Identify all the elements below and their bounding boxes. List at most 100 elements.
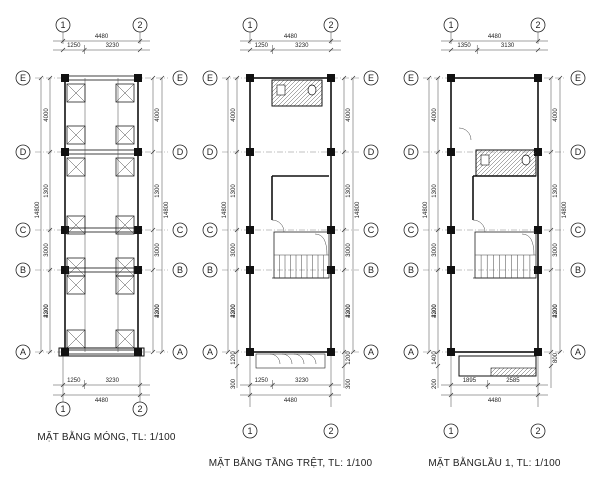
axis-2-bottom-label: 2: [535, 426, 540, 436]
axis-A-right-bubble: [363, 344, 379, 360]
dim-bottom-seg-2: 3230: [106, 378, 120, 384]
axis-D-right-label: D: [575, 147, 582, 157]
axis-A-left-bubble: [202, 344, 218, 360]
dimension-tick: [341, 227, 347, 233]
axis-E-left-label: E: [20, 73, 26, 83]
column: [61, 266, 69, 274]
axis-C-right-label: C: [177, 225, 184, 235]
axis-E-left-label: E: [207, 73, 213, 83]
axis-B-left-label: B: [408, 265, 414, 275]
dimension-tick: [535, 47, 541, 53]
plan-body-ground: [246, 74, 335, 369]
dimension-tick: [225, 75, 231, 81]
column: [134, 348, 142, 356]
column: [447, 148, 455, 156]
dimension-tick: [435, 149, 441, 155]
axis-A-left-label: A: [20, 347, 26, 357]
axis-C-right-bubble: [570, 222, 586, 238]
axis-A-right-bubble: [570, 344, 586, 360]
axis-B-left-bubble: [403, 262, 419, 278]
axis-B-left-bubble: [202, 262, 218, 278]
dim-left-0: 4000: [44, 108, 50, 122]
footing-mark: [66, 157, 86, 177]
axis-2-top-label: 2: [137, 20, 142, 30]
axis-B-left-label: B: [20, 265, 26, 275]
dim-extra-left-1: 300: [231, 378, 237, 389]
footing: [115, 125, 135, 145]
axis-A-left-label: A: [408, 347, 414, 357]
dim-left-4: 4300: [44, 304, 50, 318]
axis-D-right-bubble: [363, 144, 379, 160]
column: [246, 226, 254, 234]
dimension-tick: [38, 75, 44, 81]
footing-mark: [115, 275, 135, 295]
dimension-tick: [341, 267, 347, 273]
dimension-tick: [548, 227, 554, 233]
dimension-tick: [435, 267, 441, 273]
dim-left-2: 3000: [231, 243, 237, 257]
axis-C-right-label: C: [575, 225, 582, 235]
dim-extra-left-0: 1400: [432, 351, 438, 365]
dim-right-4: 4300: [155, 304, 161, 318]
dim-extra-right-0: 1200: [346, 351, 352, 365]
axis-1-bottom-bubble: [242, 423, 258, 439]
dim-right-0: 4000: [155, 108, 161, 122]
axis-1-bottom-label: 1: [60, 404, 65, 414]
axis-C-left-bubble: [202, 222, 218, 238]
door-swing: [458, 127, 472, 141]
footing: [115, 275, 135, 295]
axis-B-right-bubble: [172, 262, 188, 278]
column: [61, 74, 69, 82]
outer-walls: [450, 77, 539, 353]
axis-B-right-bubble: [363, 262, 379, 278]
footing: [66, 125, 86, 145]
axis-D-right-bubble: [172, 144, 188, 160]
dimension-tick: [234, 75, 240, 81]
dimension-tick: [341, 149, 347, 155]
dimension-tick: [159, 349, 165, 355]
door-swing: [472, 219, 486, 233]
dimension-tick: [234, 227, 240, 233]
dim-bottom-seg-1: 1250: [67, 378, 81, 384]
axis-B-left-label: B: [207, 265, 213, 275]
axis-D-left-bubble: [403, 144, 419, 160]
dim-left-1: 1300: [44, 184, 50, 198]
dimension-tick: [435, 363, 441, 369]
dim-top-seg-1: 1250: [255, 43, 269, 49]
footing: [115, 83, 135, 103]
column: [246, 348, 254, 356]
dim-right-3: 2200: [346, 304, 352, 318]
axis-B-left-bubble: [15, 262, 31, 278]
dim-bottom-total: 4480: [284, 398, 298, 404]
entrance-door-swing: [281, 353, 293, 365]
dimension-tick: [150, 75, 156, 81]
axis-E-right-bubble: [570, 70, 586, 86]
dimension-tick: [234, 363, 240, 369]
column: [534, 74, 542, 82]
dim-left-2: 3000: [432, 243, 438, 257]
dimension-tick: [150, 227, 156, 233]
dimension-tick: [535, 38, 541, 44]
footing-mark: [115, 125, 135, 145]
axis-2-top-label: 2: [535, 20, 540, 30]
dim-bottom-seg-2: 2585: [506, 378, 520, 384]
dimension-tick: [38, 349, 44, 355]
axis-E-left-bubble: [403, 70, 419, 86]
dim-right-0: 4000: [346, 108, 352, 122]
dim-top-total: 4480: [488, 34, 502, 40]
dim-right-2: 3000: [553, 243, 559, 257]
axis-A-right-label: A: [368, 347, 374, 357]
entrance-door-swing: [269, 353, 281, 365]
dimension-tick: [435, 227, 441, 233]
axis-1-top-label: 1: [448, 20, 453, 30]
column: [61, 148, 69, 156]
axis-2-bottom-bubble: [323, 423, 339, 439]
dim-extra-left-1: 200: [432, 378, 438, 389]
axis-1-bottom-label: 1: [448, 426, 453, 436]
axis-A-left-bubble: [15, 344, 31, 360]
column: [246, 266, 254, 274]
dimension-tick: [328, 38, 334, 44]
footing-mark: [115, 157, 135, 177]
dimension-tick: [234, 267, 240, 273]
